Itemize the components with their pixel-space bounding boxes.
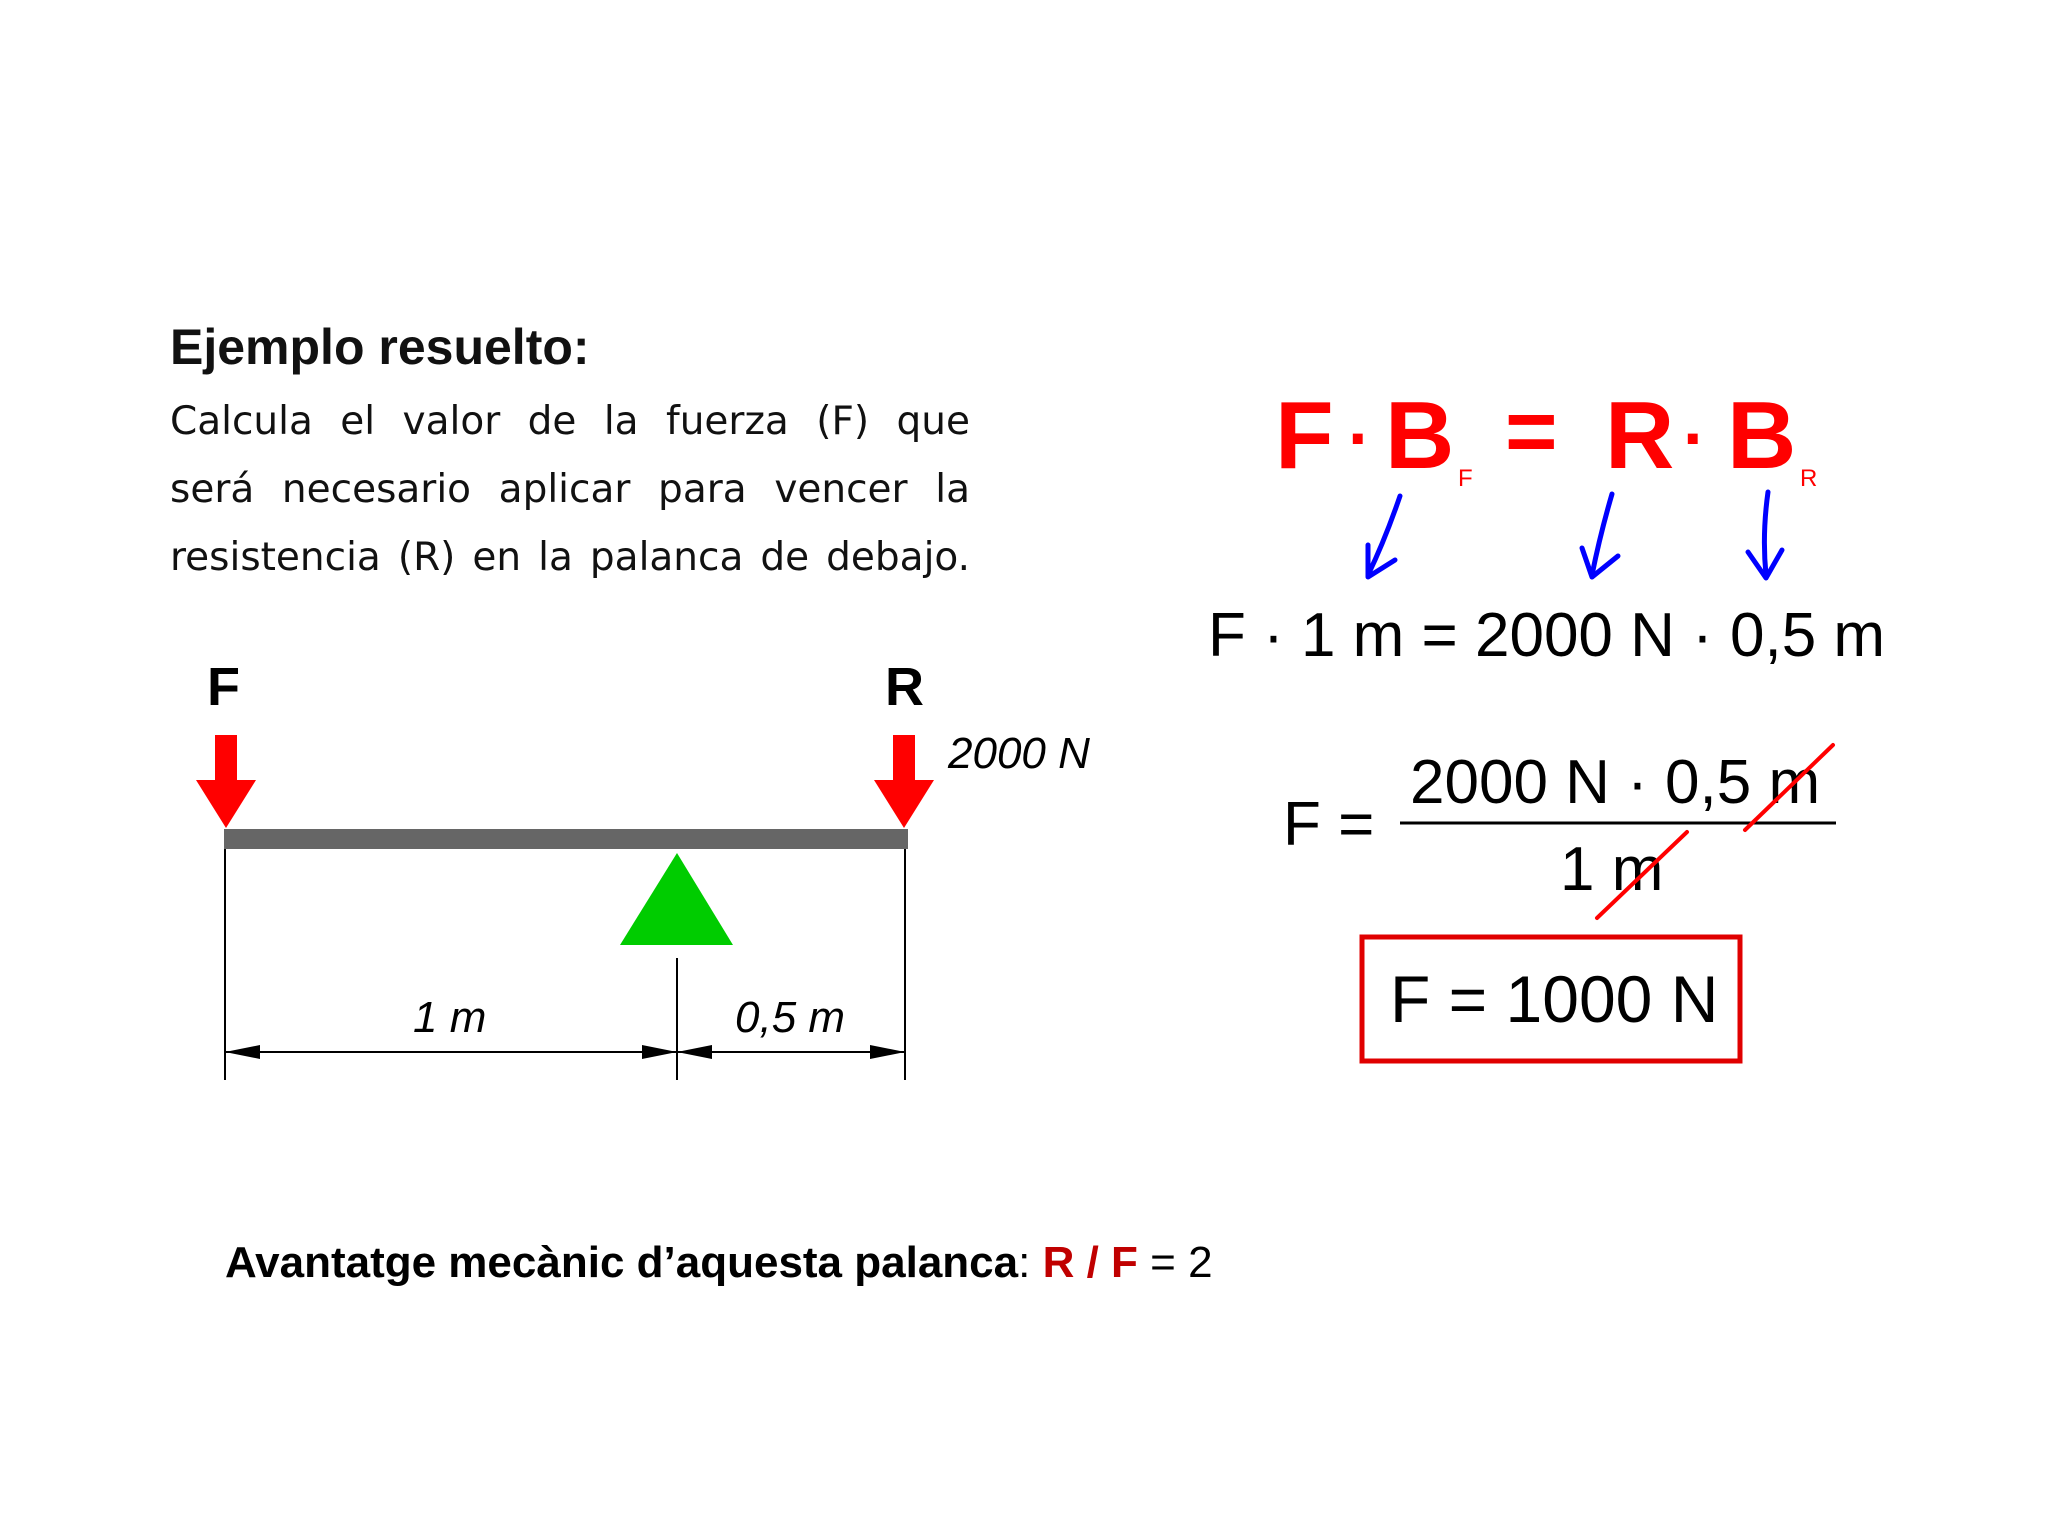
arrow-down-icon bbox=[1365, 542, 1398, 580]
formula-b: B bbox=[1385, 382, 1454, 489]
resistance-label: R bbox=[885, 657, 924, 717]
dimension-arrowheads bbox=[225, 1045, 905, 1059]
formula-dot: · bbox=[1683, 399, 1706, 477]
fraction-numerator: 2000 N · 0,5 m bbox=[1410, 748, 1820, 817]
formula-equals: = bbox=[1505, 382, 1558, 482]
arrow-down-icon bbox=[1365, 493, 1403, 578]
cancel-strokes bbox=[1595, 743, 1835, 920]
formula-r: R bbox=[1605, 382, 1674, 489]
result-box bbox=[1359, 934, 1743, 1064]
formula-b: B bbox=[1727, 382, 1796, 489]
force-label: F bbox=[207, 657, 240, 717]
page-title: Ejemplo resuelto: bbox=[170, 319, 590, 375]
arrow-down-icon bbox=[1745, 547, 1785, 581]
arrow-down-icon bbox=[1579, 545, 1621, 580]
statement-line: resistencia (R) en la palanca de debajo. bbox=[170, 535, 970, 580]
formula-dot: · bbox=[1348, 399, 1371, 477]
arm-force-label: 1 m bbox=[413, 993, 486, 1042]
arrow-down-icon bbox=[1589, 491, 1615, 578]
formula-sub-r: R bbox=[1800, 465, 1817, 492]
result-value: F = 1000 N bbox=[1390, 962, 1718, 1036]
arrow-down-icon bbox=[1761, 489, 1771, 578]
formula-f: F bbox=[1275, 382, 1334, 489]
mechanical-advantage-label: Avantatge mecànic d’aquesta palanca bbox=[225, 1238, 1019, 1287]
lever-law-formula: F · B F = R · B R bbox=[1275, 382, 1817, 492]
mechanical-advantage-ratio: R / F bbox=[1042, 1238, 1138, 1287]
resistance-arrow bbox=[874, 735, 934, 828]
arm-resistance-label: 0,5 m bbox=[735, 993, 845, 1042]
fraction-lhs: F = bbox=[1283, 790, 1374, 859]
substitution-arrows bbox=[1365, 489, 1785, 581]
formula-sub-f: F bbox=[1458, 465, 1473, 492]
fulcrum-triangle bbox=[620, 853, 733, 945]
substitution-equation: F · 1 m = 2000 N · 0,5 m bbox=[1208, 601, 1885, 670]
problem-statement: Calcula el valor de la fuerza (F) que se… bbox=[170, 388, 970, 592]
lever-beam bbox=[224, 829, 908, 849]
mechanical-advantage-value: = 2 bbox=[1150, 1238, 1213, 1287]
statement-line: Calcula el valor de la fuerza (F) que bbox=[170, 399, 970, 444]
dimension-lines bbox=[224, 849, 906, 1080]
mechanical-advantage: Avantatge mecànic d’aquesta palanca: R /… bbox=[225, 1238, 1213, 1288]
force-arrow bbox=[196, 735, 256, 828]
statement-line: será necesario aplicar para vencer la bbox=[170, 467, 970, 512]
mechanical-advantage-colon: : bbox=[1018, 1238, 1031, 1287]
resistance-value: 2000 N bbox=[947, 729, 1090, 778]
